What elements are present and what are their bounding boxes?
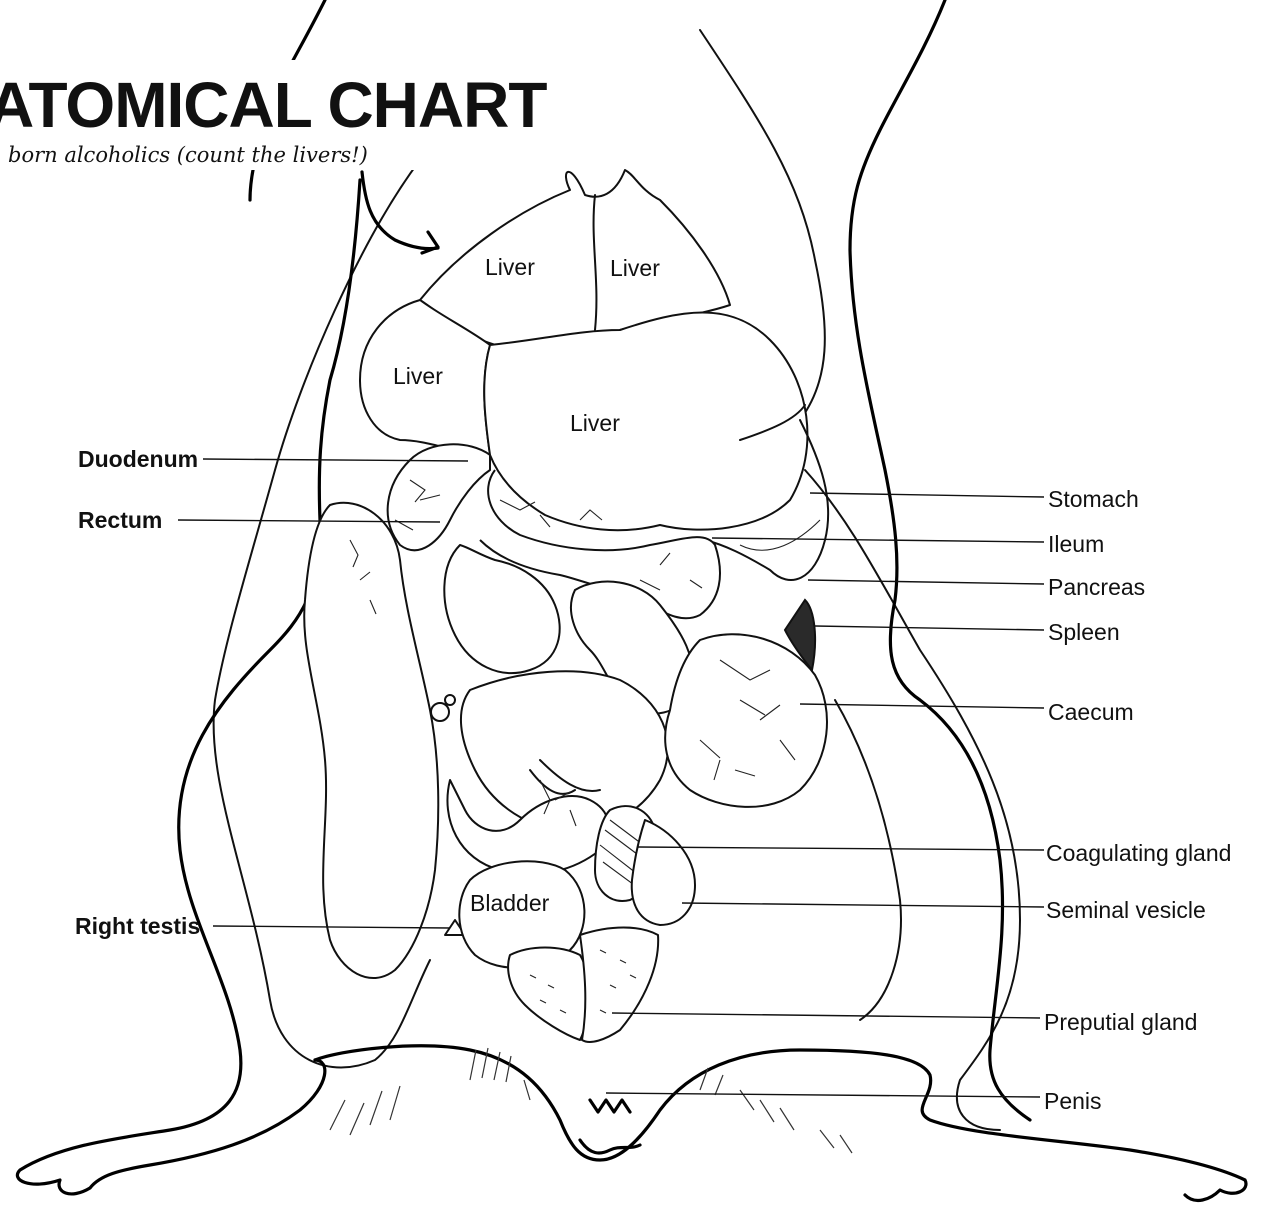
- label-bladder: Bladder: [470, 890, 550, 916]
- caecum-shape: [665, 634, 827, 807]
- label-duodenum: Duodenum: [78, 446, 198, 472]
- label-liver-2: Liver: [610, 255, 660, 281]
- label-penis: Penis: [1044, 1088, 1102, 1114]
- liver-lobe-center: [484, 313, 807, 531]
- label-caecum: Caecum: [1048, 699, 1134, 725]
- label-coagulating-gland: Coagulating gland: [1046, 840, 1231, 866]
- label-liver-1: Liver: [485, 254, 535, 280]
- label-ileum: Ileum: [1048, 531, 1104, 557]
- label-stomach: Stomach: [1048, 486, 1139, 512]
- preputial-gland-right: [580, 928, 658, 1042]
- label-preputial-gland: Preputial gland: [1044, 1009, 1197, 1035]
- left-side-organs: [304, 503, 465, 978]
- node-2: [445, 695, 455, 705]
- label-right-testis: Right testis: [75, 913, 200, 939]
- label-spleen: Spleen: [1048, 619, 1120, 645]
- chart-title: ATOMICAL CHART: [0, 69, 547, 141]
- label-seminal-vesicle: Seminal vesicle: [1046, 897, 1206, 923]
- pointer-arrow-icon: [362, 172, 438, 253]
- rectum-shape: [304, 503, 438, 978]
- seminal-vesicle-shape: [632, 820, 695, 925]
- chart-subtitle: born alcoholics (count the livers!): [8, 143, 368, 167]
- preputial-gland-left: [508, 948, 589, 1041]
- label-liver-4: Liver: [570, 410, 620, 436]
- label-liver-3: Liver: [393, 363, 443, 389]
- label-rectum: Rectum: [78, 507, 162, 533]
- node-1: [431, 703, 449, 721]
- label-pancreas: Pancreas: [1048, 574, 1145, 600]
